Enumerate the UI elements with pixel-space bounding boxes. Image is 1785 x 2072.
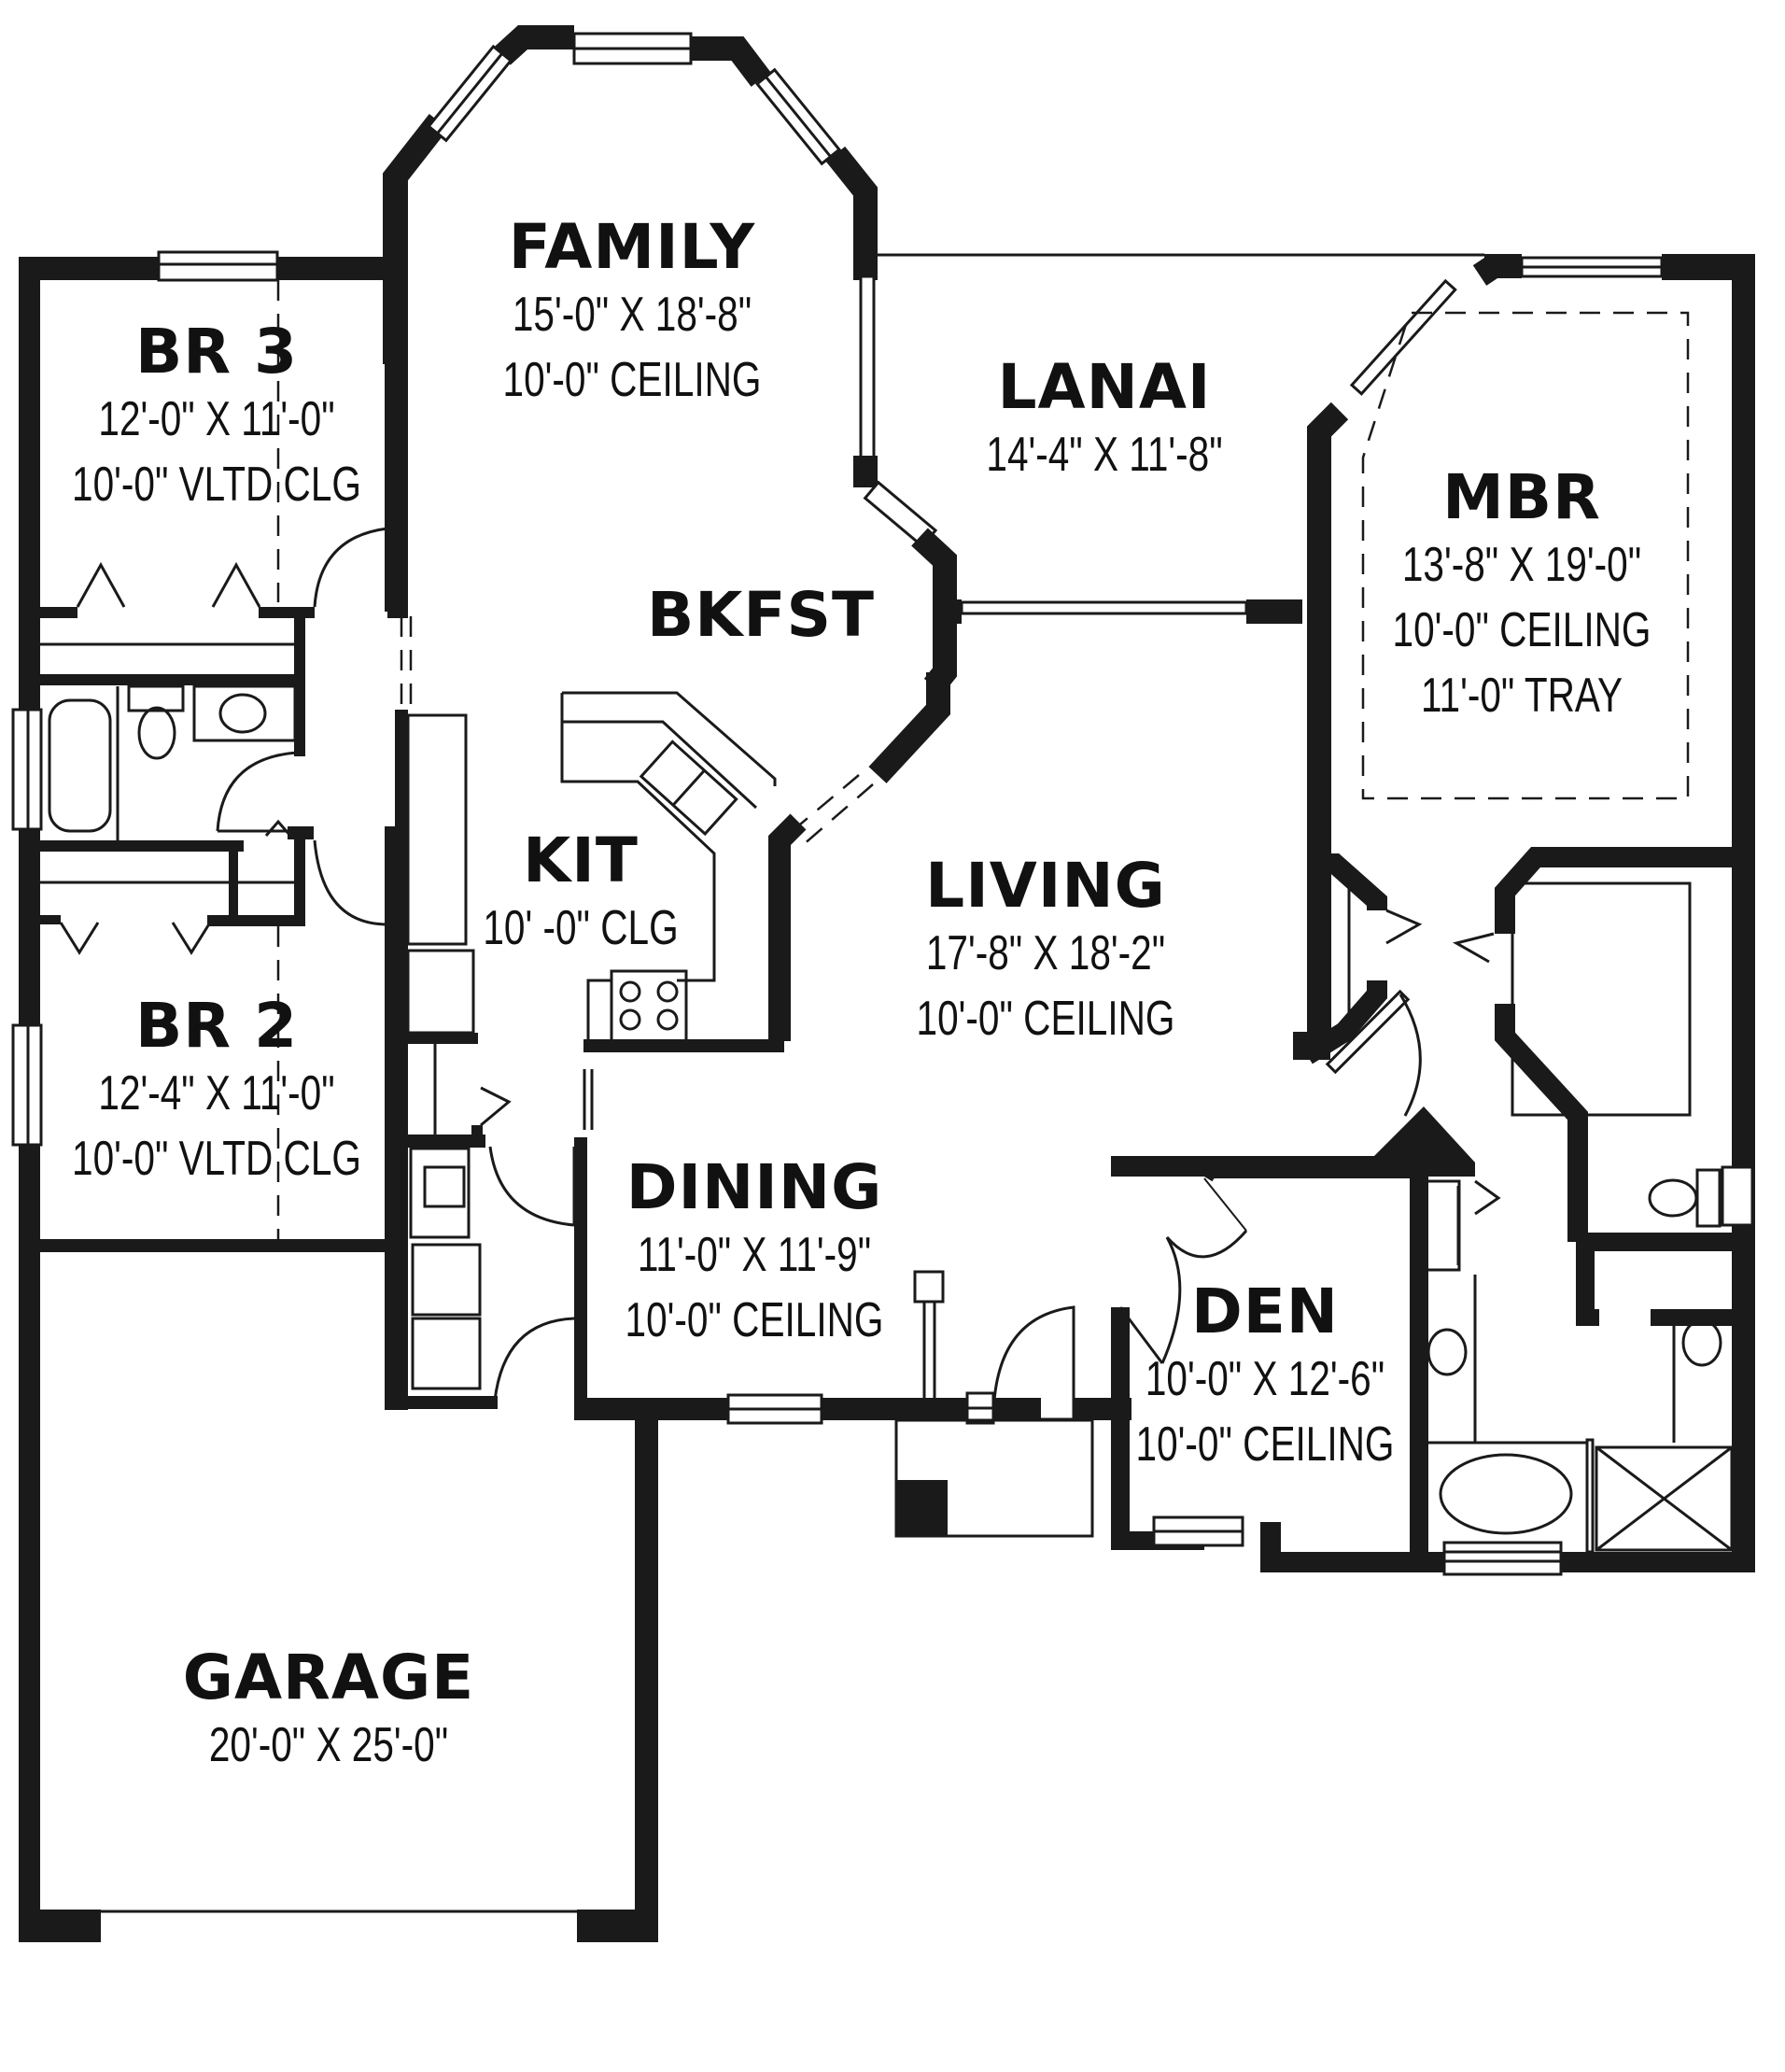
mbr-angled-window [1349, 278, 1457, 396]
room-name-br3: BR 3 [134, 316, 299, 388]
sink-right-icon [1681, 1318, 1722, 1367]
living-walls [1307, 607, 1330, 1055]
room-size-dining: 11'-0" X 11'-9" [637, 1228, 872, 1282]
room-ceiling-br2: 10'-0" VLTD CLG [72, 1132, 361, 1186]
lanai-walls [878, 253, 1484, 624]
room-name-br2: BR 2 [134, 990, 299, 1062]
tub-icon [1439, 1453, 1573, 1535]
toilet-icon [1648, 1178, 1698, 1218]
room-size-br2: 12'-4" X 11'-0" [98, 1066, 335, 1121]
closet-door-leaf [1325, 989, 1411, 1075]
label-br2: BR 2 12'-4" X 11'-0" 10'-0" VLTD CLG [31, 992, 401, 1191]
room-name-dining: DINING [625, 1151, 883, 1223]
room-name-garage: GARAGE [182, 1642, 475, 1713]
label-lanai: LANAI 14'-4" X 11'-8" [953, 353, 1257, 487]
room-name-family: FAMILY [508, 211, 756, 283]
room-ceiling-living: 10'-0" CEILING [916, 992, 1175, 1046]
tub-window [1442, 1541, 1563, 1576]
bathtub-icon [48, 698, 112, 833]
entry-door-swing [991, 1305, 1075, 1421]
family-room-walls [383, 25, 957, 1041]
laundry [395, 1135, 587, 1417]
bar-counter [562, 691, 777, 786]
bath-side-window [1721, 1165, 1754, 1227]
room-size-mbr: 13'-8" X 19'-0" [1401, 538, 1642, 592]
room-size-living: 17'-8" X 18'-2" [925, 926, 1166, 980]
room-name-den: DEN [1190, 1276, 1340, 1347]
refrigerator [406, 949, 475, 1035]
room-name-living: LIVING [925, 850, 1166, 922]
family-lanai-window [859, 275, 876, 459]
label-family: FAMILY 15'-0" X 18'-8" 10'-0" CEILING [467, 213, 798, 413]
label-br3: BR 3 12'-0" X 11'-0" 10'-0" VLTD CLG [31, 317, 401, 517]
bath-wall-corner [1372, 1106, 1475, 1177]
den-walls [1111, 1160, 1410, 1572]
tray-ceiling-outline [1361, 311, 1690, 800]
room-name-bkfst: BKFST [646, 579, 876, 651]
foyer [574, 1270, 1131, 1538]
column-post [913, 1270, 945, 1304]
label-kit: KIT 10' -0" CLG [456, 826, 706, 961]
room-name-lanai: LANAI [997, 351, 1212, 423]
room-size-br3: 12'-0" X 11'-0" [98, 392, 335, 446]
room-name-mbr: MBR [1442, 461, 1601, 533]
label-bkfst: BKFST [647, 581, 875, 650]
range-icon [610, 969, 688, 1043]
label-mbr: MBR 13'-8" X 19'-0" 10'-0" CEILING 11'-0… [1356, 463, 1688, 728]
hall-toilet-icon [137, 706, 176, 760]
room-ceiling-br3: 10'-0" VLTD CLG [72, 458, 361, 512]
utility-sink [409, 1147, 471, 1239]
room-size-lanai: 14'-4" X 11'-8" [986, 428, 1223, 482]
room-ceiling-family: 10'-0" CEILING [502, 353, 762, 407]
washer [411, 1243, 482, 1317]
room-size-garage: 20'-0" X 25'-0" [208, 1718, 449, 1772]
walk-in-closet-shelf [1511, 881, 1692, 1117]
mbr-walls [1307, 254, 1755, 1571]
garage-walls [19, 1415, 658, 1942]
room-ceiling-kit: 10' -0" CLG [483, 901, 679, 955]
room-size-den: 10'-0" X 12'-6" [1145, 1352, 1385, 1406]
room-ceiling-dining: 10'-0" CEILING [625, 1293, 884, 1347]
label-dining: DINING 11'-0" X 11'-9" 10'-0" CEILING [589, 1153, 921, 1353]
sink-left-icon [1427, 1328, 1468, 1376]
dryer [411, 1317, 482, 1390]
label-living: LIVING 17'-8" X 18'-2" 10'-0" CEILING [880, 852, 1212, 1051]
room-tray-mbr: 11'-0" TRAY [1420, 669, 1623, 723]
room-size-family: 15'-0" X 18'-8" [512, 288, 752, 342]
br3-window [157, 250, 279, 282]
bedroom-wing [11, 177, 413, 1942]
room-ceiling-mbr: 10'-0" CEILING [1392, 603, 1651, 657]
label-den: DEN 10'-0" X 12'-6" 10'-0" CEILING [1100, 1277, 1431, 1477]
room-name-kit: KIT [523, 825, 639, 896]
lanai-sliding-door [960, 600, 1248, 615]
label-garage: GARAGE 20'-0" X 25'-0" [176, 1643, 483, 1778]
room-ceiling-den: 10'-0" CEILING [1135, 1417, 1395, 1472]
